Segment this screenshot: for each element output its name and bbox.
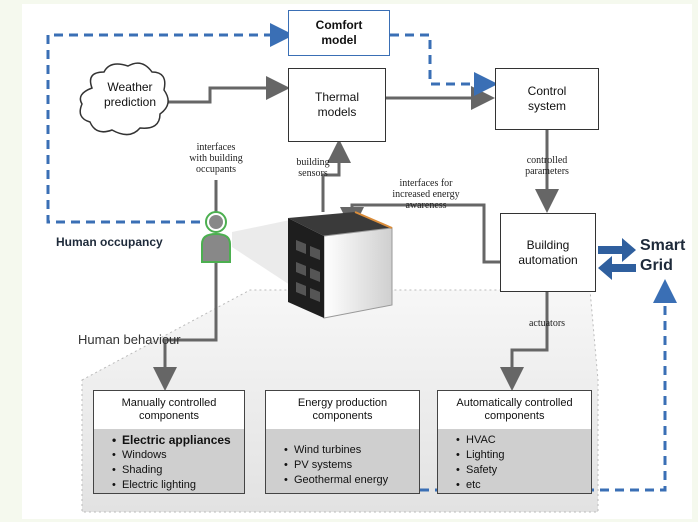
group-automatic-head: Automatically controlled components <box>438 391 591 430</box>
control-line1: Control <box>527 84 567 98</box>
arrow-occupant-manual <box>153 262 218 391</box>
group-item: Shading <box>112 463 244 478</box>
label-interfaces-energy: interfaces for increased energy awarenes… <box>392 178 460 211</box>
arrow-sensors-thermal <box>321 139 351 212</box>
group-item: etc <box>456 478 591 493</box>
weather-line2: prediction <box>103 95 157 109</box>
thermal-line2: models <box>317 105 357 119</box>
group-item: Wind turbines <box>284 443 419 458</box>
occupant-icon <box>201 211 231 263</box>
building-icon <box>288 211 393 319</box>
automation-line1: Building <box>526 237 570 252</box>
label-actuators: actuators <box>528 318 566 329</box>
group-energy-head: Energy production components <box>266 391 419 430</box>
comfort-model-line1: Comfort <box>315 18 363 32</box>
group-item: Electric lighting <box>112 478 244 493</box>
label-smart-grid: Smart Grid <box>640 237 686 274</box>
arrow-weather-thermal <box>163 76 290 104</box>
group-item: PV systems <box>284 458 419 473</box>
view-cone <box>232 220 290 285</box>
label-building-sensors: building sensors <box>296 157 330 179</box>
grid-arrow-out <box>598 238 636 262</box>
control-line2: system <box>527 99 566 113</box>
dashed-comfort-control <box>390 33 498 96</box>
dashed-occupancy-comfort <box>46 23 294 224</box>
thermal-line1: Thermal <box>314 90 359 104</box>
control-system-box: Control system <box>495 68 599 130</box>
label-human-behaviour: Human behaviour <box>78 332 181 347</box>
group-item: HVAC <box>456 433 591 448</box>
group-automatic: Automatically controlled components HVAC… <box>437 390 592 494</box>
group-item: Safety <box>456 463 591 478</box>
group-item: Electric appliances <box>112 433 244 448</box>
weather-cloud <box>79 62 169 136</box>
comfort-model-box: Comfort model <box>288 10 390 56</box>
weather-node: Weather prediction <box>90 80 170 110</box>
comfort-model-line2: model <box>321 33 357 47</box>
group-item: Windows <box>112 448 244 463</box>
group-manual: Manually controlled components Electric … <box>93 390 245 494</box>
group-manual-head: Manually controlled components <box>94 391 244 430</box>
group-item: Geothermal energy <box>284 473 419 488</box>
grid-arrow-in <box>598 256 636 280</box>
thermal-models-box: Thermal models <box>288 68 386 142</box>
weather-line1: Weather <box>107 80 153 94</box>
automation-line2: automation <box>518 252 578 267</box>
group-energy: Energy production components Wind turbin… <box>265 390 420 494</box>
group-item: Lighting <box>456 448 591 463</box>
building-automation-box: Building automation <box>500 213 596 292</box>
label-human-occupancy: Human occupancy <box>56 235 163 249</box>
label-controlled-parameters: controlled parameters <box>525 155 569 177</box>
label-interfaces-occupants: interfaces with building occupants <box>189 142 243 175</box>
arrow-automation-automatic <box>500 292 549 391</box>
